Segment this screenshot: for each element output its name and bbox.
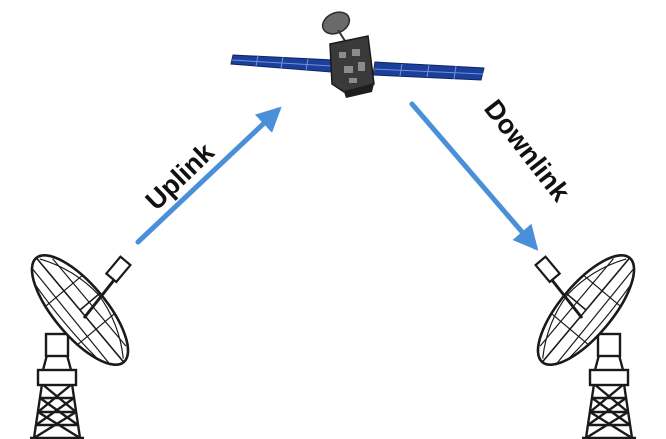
downlink-arrow [409, 101, 539, 251]
uplink-arrow [135, 106, 282, 245]
downlink-label: Downlink [478, 94, 576, 208]
uplink-dish-icon [14, 239, 146, 439]
satellite-icon [230, 11, 485, 98]
downlink-dish-icon [520, 239, 652, 439]
